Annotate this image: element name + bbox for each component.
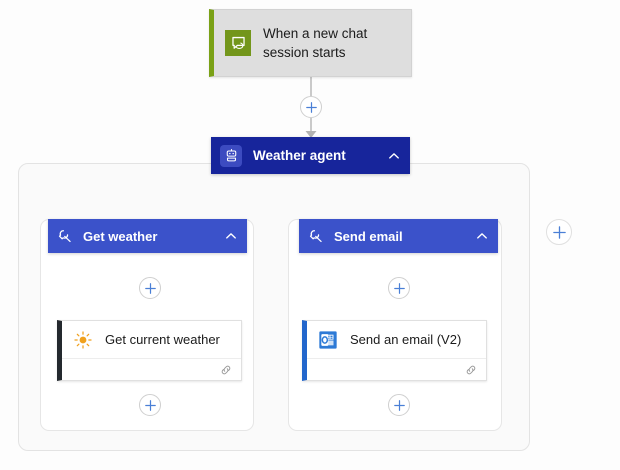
tool-node-send-email[interactable]: Send email (299, 219, 498, 253)
action-node-label: Send an email (V2) (350, 332, 462, 347)
plus-icon (393, 399, 405, 411)
robot-icon (220, 144, 242, 167)
action-node-label: Get current weather (105, 332, 220, 347)
plus-icon (393, 282, 405, 294)
add-step-after-trigger-button[interactable] (300, 96, 322, 118)
agent-node-weather-agent[interactable]: Weather agent (211, 137, 410, 174)
plug-link-icon[interactable] (464, 363, 478, 377)
trigger-label-line-1: When a new chat (263, 26, 368, 41)
add-step-above-send-an-email-button[interactable] (388, 277, 410, 299)
action-node-send-an-email-v2[interactable]: Send an email (V2) (302, 320, 487, 381)
chevron-up-icon[interactable] (224, 229, 238, 243)
plus-icon (305, 101, 317, 113)
plus-icon (144, 282, 156, 294)
action-node-footer (62, 359, 241, 380)
trigger-node-when-a-new-chat-session-starts[interactable]: When a new chat session starts (209, 9, 412, 77)
action-node-get-current-weather[interactable]: Get current weather (57, 320, 242, 381)
trigger-label-line-2: session starts (263, 45, 346, 60)
add-tool-to-agent-button[interactable] (546, 219, 572, 245)
tool-node-label: Send email (334, 228, 403, 244)
tool-node-label: Get weather (83, 228, 158, 244)
plus-icon (552, 225, 566, 239)
add-step-below-get-current-weather-button[interactable] (139, 394, 161, 416)
wrench-icon (308, 228, 324, 244)
action-node-header: Get current weather (62, 321, 241, 359)
outlook-icon (317, 329, 339, 351)
plus-icon (144, 399, 156, 411)
wrench-icon (57, 228, 73, 244)
chevron-up-icon[interactable] (387, 149, 401, 163)
tool-node-get-weather[interactable]: Get weather (48, 219, 247, 253)
trigger-node-label: When a new chat session starts (263, 24, 367, 62)
sun-icon (72, 329, 94, 351)
agent-node-label: Weather agent (253, 148, 346, 163)
action-node-header: Send an email (V2) (307, 321, 486, 359)
plug-link-icon[interactable] (219, 363, 233, 377)
add-step-above-get-current-weather-button[interactable] (139, 277, 161, 299)
add-step-below-send-an-email-button[interactable] (388, 394, 410, 416)
action-node-footer (307, 359, 486, 380)
chevron-up-icon[interactable] (475, 229, 489, 243)
chat-bubble-icon (225, 30, 251, 56)
